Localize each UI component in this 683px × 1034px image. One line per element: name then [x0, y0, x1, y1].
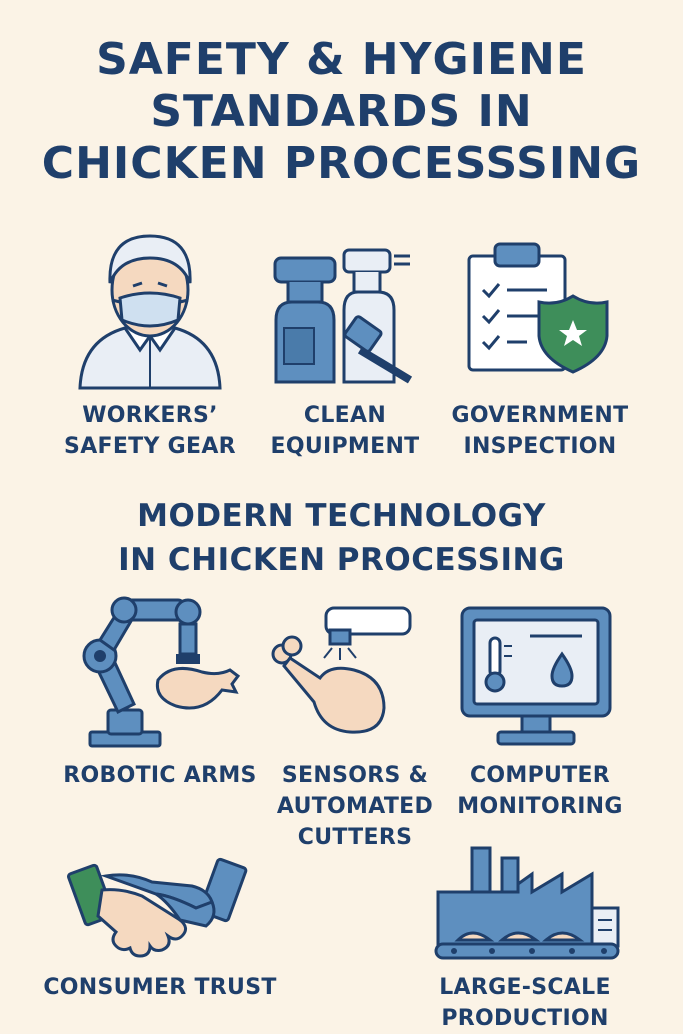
clipboard-shield-icon	[465, 240, 615, 375]
computer-monitor-icon	[458, 604, 614, 746]
handshake-icon	[67, 846, 248, 962]
factory-conveyor-icon	[432, 844, 622, 968]
robotic-arm-icon	[72, 596, 242, 748]
section-heading-modern-technology: MODERN TECHNOLOGY IN CHICKEN PROCESSING	[118, 498, 565, 578]
title-line-1: SAFETY & HYGIENE	[96, 34, 587, 85]
label-computer-monitoring: COMPUTER MONITORING	[457, 763, 623, 819]
label-sensors-automated-cutters: SENSORS & AUTOMATED CUTTERS	[276, 763, 434, 850]
worker-mask-icon	[70, 228, 230, 390]
title-line-2: STANDARDS IN	[150, 86, 533, 137]
label-workers-safety-gear: WORKERS’ SAFETY GEAR	[64, 403, 236, 459]
sensor-chicken-leg-icon	[270, 604, 420, 740]
label-clean-equipment: CLEAN EQUIPMENT	[270, 403, 420, 459]
title-line-3: CHICKEN PROCESSSING	[41, 138, 642, 189]
label-consumer-trust: CONSUMER TRUST	[43, 975, 277, 1000]
label-robotic-arms: ROBOTIC ARMS	[63, 763, 257, 788]
spray-bottle-brush-icon	[270, 240, 420, 390]
label-large-scale-production: LARGE-SCALE PRODUCTION	[439, 975, 611, 1031]
page-title: SAFETY & HYGIENE STANDARDS IN CHICKEN PR…	[0, 34, 683, 190]
label-government-inspection: GOVERNMENT INSPECTION	[451, 403, 629, 459]
